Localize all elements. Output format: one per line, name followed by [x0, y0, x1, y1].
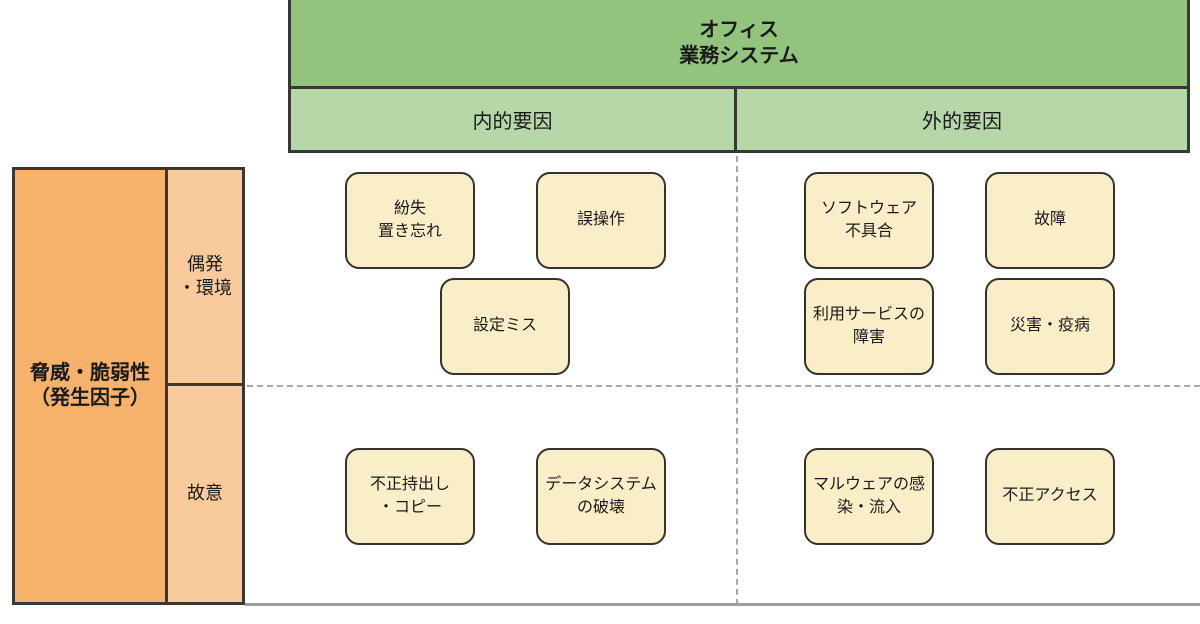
card-unauthorized-access: 不正アクセス: [985, 448, 1115, 545]
system-header-block: オフィス 業務システム 内的要因 外的要因: [288, 0, 1190, 153]
column-header-external-factors: 外的要因: [922, 111, 1002, 133]
card-equipment-failure: 故障: [985, 172, 1115, 269]
threat-axis-block: 脅威・脆弱性 （発生因子） 偶発 ・環境 故意: [12, 167, 245, 605]
card-service-outage: 利用サービスの 障害: [804, 278, 934, 375]
card-configuration-mistake: 設定ミス: [440, 278, 570, 375]
card-unauthorized-removal-copy: 不正持出し ・コピー: [345, 448, 475, 545]
quadrant-divider-horizontal-dashed-line: [247, 385, 1200, 387]
threat-row-labels: 偶発 ・環境 故意: [168, 170, 242, 602]
system-title: オフィス 業務システム: [291, 0, 1187, 89]
column-header-internal-factors: 内的要因: [291, 89, 737, 150]
card-misoperation: 誤操作: [536, 172, 666, 269]
quadrant-divider-vertical-dashed-line: [736, 156, 738, 605]
card-disaster-epidemic: 災害・疫病: [985, 278, 1115, 375]
bottom-boundary-line: [245, 603, 1200, 606]
card-malware-infection-inflow: マルウェアの感 染・流入: [804, 448, 934, 545]
card-data-system-destruction: データシステム の破壊: [536, 448, 666, 545]
card-loss-misplacement: 紛失 置き忘れ: [345, 172, 475, 269]
row-label-intentional: 故意: [187, 483, 223, 504]
card-software-defect: ソフトウェア 不具合: [804, 172, 934, 269]
factor-header-row: 内的要因 外的要因: [291, 89, 1187, 150]
threat-axis-title: 脅威・脆弱性 （発生因子）: [15, 170, 168, 602]
row-label-accidental-environmental: 偶発 ・環境: [168, 170, 242, 386]
